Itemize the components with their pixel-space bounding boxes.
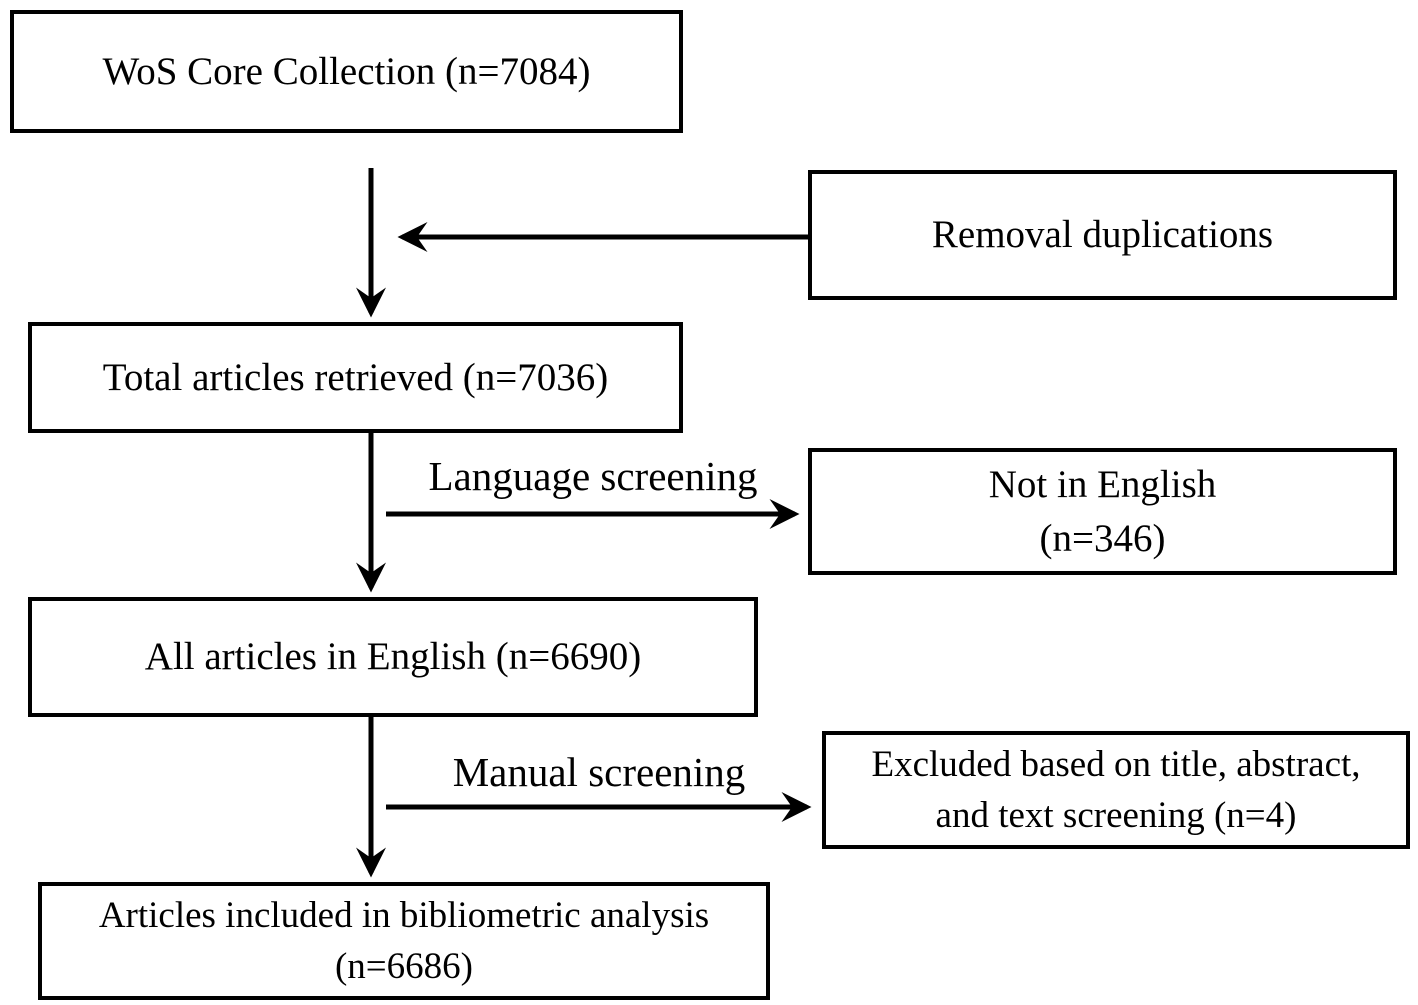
- node-articles-included: Articles included in bibliometric analys…: [38, 882, 770, 1000]
- arrow-label-manual-screening: Manual screening: [452, 749, 746, 795]
- node-excluded-screening: Excluded based on title, abstract, and t…: [822, 731, 1410, 849]
- node-total-label: Total articles retrieved (n=7036): [102, 355, 609, 399]
- node-excluded-line1: Excluded based on title, abstract,: [871, 743, 1361, 785]
- node-total-articles-retrieved: Total articles retrieved (n=7036): [28, 322, 683, 433]
- node-included-line1: Articles included in bibliometric analys…: [98, 894, 710, 936]
- node-excluded-line2: and text screening (n=4): [935, 795, 1297, 836]
- node-wos-core-collection: WoS Core Collection (n=7084): [10, 10, 683, 133]
- node-not-in-english-line1: Not in English: [988, 462, 1217, 506]
- node-english-label: All articles in English (n=6690): [144, 635, 642, 679]
- arrow-label-language-screening: Language screening: [428, 453, 758, 499]
- node-removal-label: Removal duplications: [931, 213, 1274, 257]
- node-all-articles-in-english: All articles in English (n=6690): [28, 597, 758, 717]
- node-wos-label: WoS Core Collection (n=7084): [102, 49, 591, 93]
- node-not-in-english: Not in English (n=346): [808, 448, 1397, 575]
- node-included-line2: (n=6686): [334, 946, 473, 987]
- node-not-in-english-line2: (n=346): [1039, 516, 1166, 560]
- node-removal-duplications: Removal duplications: [808, 170, 1397, 300]
